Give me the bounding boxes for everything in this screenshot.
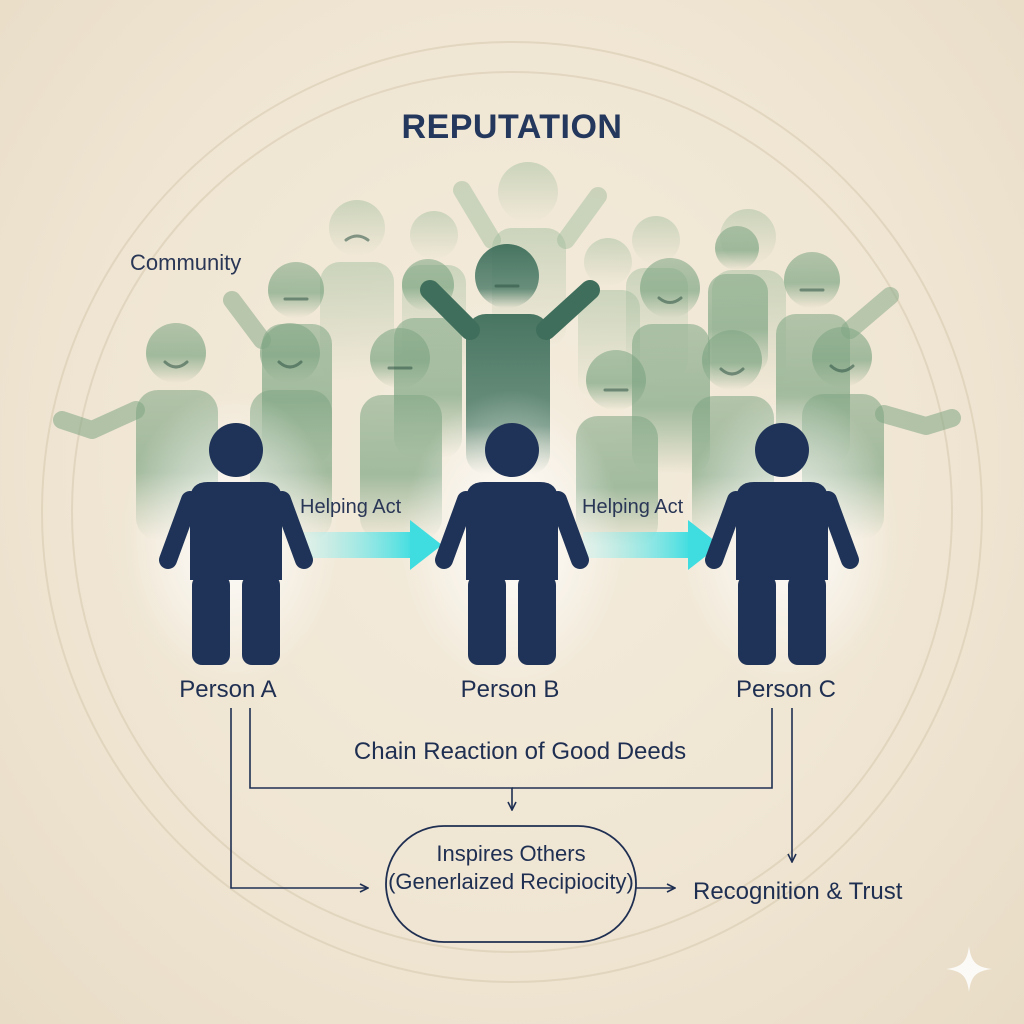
flow-connectors <box>230 708 792 888</box>
person-a-label: Person A <box>179 676 277 703</box>
person-a-figure <box>159 423 313 665</box>
persons-group <box>159 423 859 665</box>
connector-c-to-chain <box>512 708 773 789</box>
community-label: Community <box>130 250 242 275</box>
helping-act-label-1: Helping Act <box>300 496 402 518</box>
recognition-trust-label: Recognition & Trust <box>693 878 903 905</box>
helping-act-arrow-2 <box>583 520 720 570</box>
connector-a-to-chain <box>249 708 512 810</box>
helping-act-label-2: Helping Act <box>582 496 684 518</box>
diagram-title: REPUTATION <box>401 108 623 146</box>
person-c-label: Person C <box>735 676 837 703</box>
person-b-label: Person B <box>460 676 560 703</box>
person-b-figure <box>435 423 589 665</box>
sparkle-icon <box>946 946 992 992</box>
crowd-faces <box>163 234 855 392</box>
inspires-box <box>385 825 637 943</box>
person-c-figure <box>705 423 859 665</box>
chain-reaction-label: Chain Reaction of Good Deeds <box>353 738 687 765</box>
helping-act-arrow-1 <box>300 520 442 570</box>
inspires-others-label: Inspires Others (Generlaized Recipiocity… <box>388 841 634 894</box>
connector-a-to-inspires <box>230 708 368 888</box>
background-ornament <box>41 41 983 983</box>
